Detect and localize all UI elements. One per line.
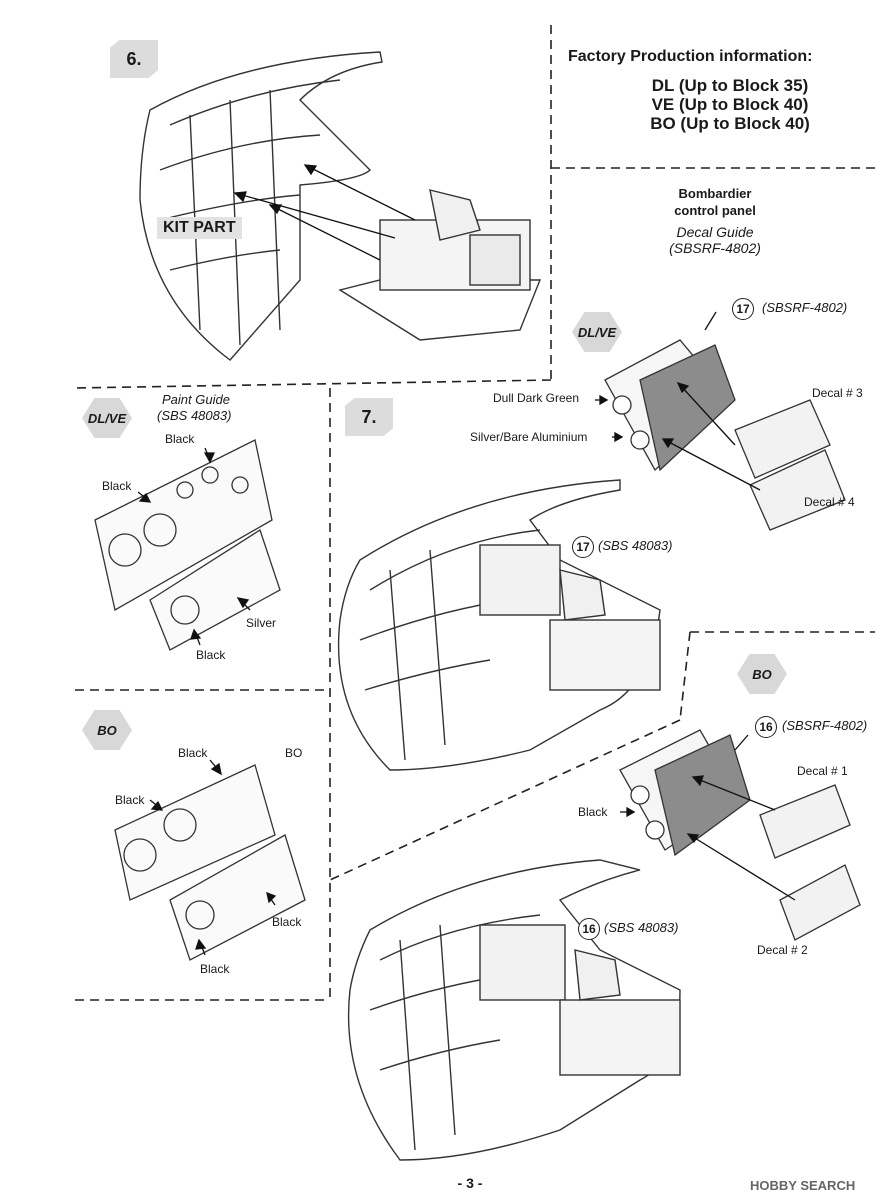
bombardier-title-1: Bombardier — [678, 186, 752, 201]
part-16-number: 16 — [759, 720, 773, 734]
decal-1-label: Decal # 1 — [797, 764, 848, 778]
factory-heading: Factory Production information: — [568, 48, 813, 65]
dlve-black-top: Black — [165, 432, 195, 446]
bottom-part-number: 16 — [582, 922, 596, 936]
bo-badge-right-text: BO — [752, 666, 772, 682]
page-number: - 3 - — [457, 1175, 483, 1191]
part-17-circle: 17 — [732, 298, 754, 320]
nose-shell-bottom — [347, 859, 681, 1161]
bottom-part-circle: 16 — [578, 918, 600, 940]
paint-guide-title: Paint Guide — [162, 392, 230, 407]
step-7-label: 7. — [361, 406, 377, 427]
bo-tag: BO — [285, 746, 303, 760]
step7-part-ref: (SBS 48083) — [598, 538, 673, 553]
nose-shell-6 — [139, 51, 542, 361]
bo-black-right: Black — [272, 915, 302, 929]
dlve-panels — [94, 439, 281, 651]
bo-decal-box — [619, 729, 861, 941]
kit-part-label: KIT PART — [157, 217, 242, 239]
step7-part-number: 17 — [576, 540, 590, 554]
step7-part-circle: 17 — [572, 536, 594, 558]
dlve-black-bottom: Black — [196, 648, 226, 662]
part-17-number: 17 — [736, 302, 750, 316]
part-16-circle: 16 — [755, 716, 777, 738]
dlve-badge-right-text: DL/VE — [577, 324, 617, 340]
nose-shell-7 — [337, 479, 661, 771]
dull-dark-green-label: Dull Dark Green — [493, 391, 580, 405]
paint-guide-ref: (SBS 48083) — [157, 408, 232, 423]
dlve-silver: Silver — [246, 616, 277, 630]
decal-2-label: Decal # 2 — [757, 943, 808, 957]
bo-badge-left: BO — [82, 710, 132, 750]
silver-aluminium-label: Silver/Bare Aluminium — [470, 430, 588, 444]
bottom-part-ref: (SBS 48083) — [604, 920, 679, 935]
bombardier-title-2: control panel — [674, 203, 756, 218]
bo-black-bottom: Black — [200, 962, 230, 976]
decal-guide-label: Decal Guide — [676, 224, 754, 240]
dlve-badge-left-text: DL/VE — [87, 410, 127, 426]
bo-badge-left-text: BO — [97, 722, 117, 738]
part-17-ref: (SBSRF-4802) — [762, 300, 848, 315]
decal-3-label: Decal # 3 — [812, 386, 863, 400]
factory-line-ve: VE (Up to Block 40) — [651, 95, 809, 114]
watermark: HOBBY SEARCH — [750, 1178, 856, 1193]
step-7-badge: 7. — [345, 398, 393, 436]
bo-panels — [114, 764, 306, 961]
step-6-label: 6. — [126, 48, 142, 69]
decal-4-label: Decal # 4 — [804, 495, 855, 509]
bo-black-left: Black — [115, 793, 145, 807]
step-6-badge: 6. — [110, 40, 158, 78]
factory-line-dl: DL (Up to Block 35) — [651, 76, 809, 95]
bo-box-black: Black — [578, 805, 608, 819]
factory-line-bo: BO (Up to Block 40) — [650, 114, 810, 133]
part-16-ref: (SBSRF-4802) — [782, 718, 868, 733]
dlve-black-left: Black — [102, 479, 132, 493]
bo-black-top: Black — [178, 746, 208, 760]
decal-guide-ref: (SBSRF-4802) — [669, 240, 761, 256]
